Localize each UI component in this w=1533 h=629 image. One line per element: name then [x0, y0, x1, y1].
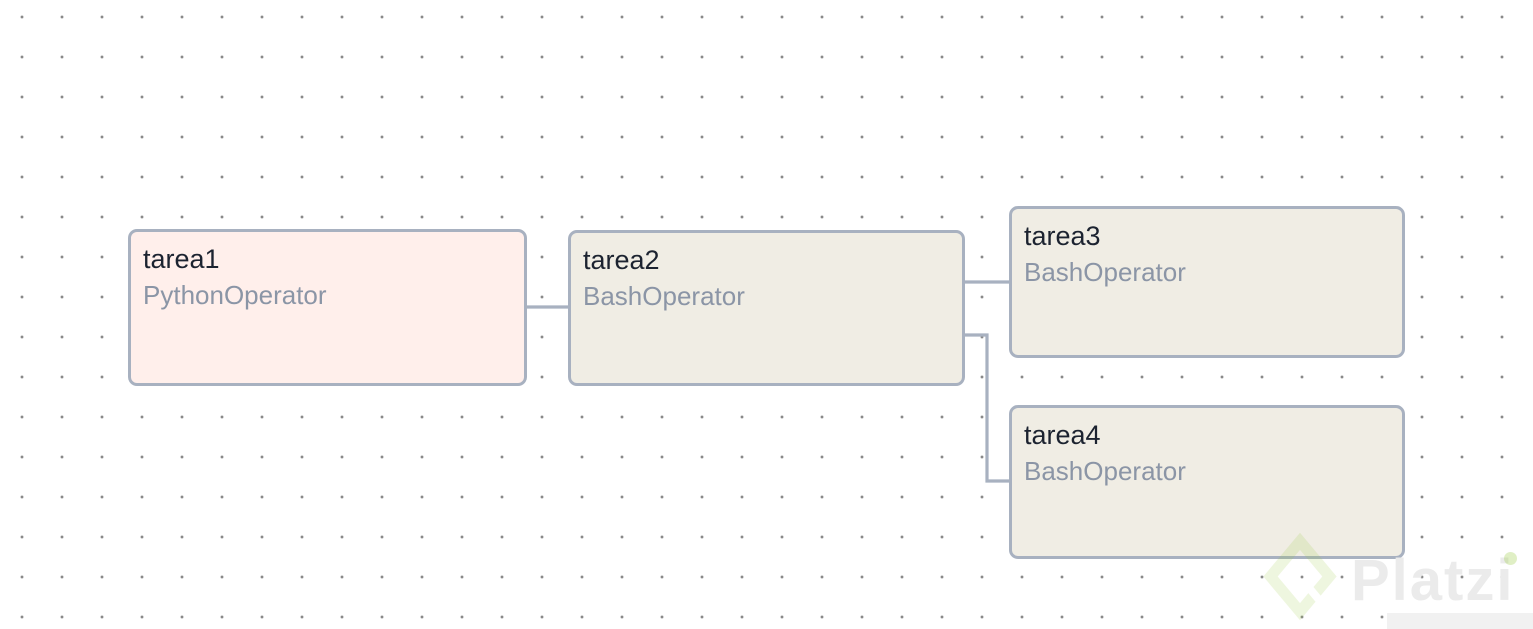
task-node-tarea2[interactable]: tarea2 BashOperator [568, 230, 965, 386]
task-node-tarea1[interactable]: tarea1 PythonOperator [128, 229, 527, 386]
edge-tarea2-tarea4 [965, 333, 1009, 483]
task-title: tarea3 [1024, 221, 1101, 251]
task-title: tarea4 [1024, 420, 1101, 450]
watermark-text: Platzi [1351, 548, 1515, 613]
task-operator-label: BashOperator [1024, 456, 1186, 486]
bottom-right-gray-bar [1387, 613, 1533, 629]
task-title: tarea2 [583, 245, 660, 275]
watermark-i-dot [1504, 552, 1517, 565]
task-title: tarea1 [143, 244, 220, 274]
task-node-tarea4[interactable]: tarea4 BashOperator [1009, 405, 1405, 559]
task-operator-label: BashOperator [583, 281, 745, 311]
task-operator-label: PythonOperator [143, 280, 327, 310]
task-operator-label: BashOperator [1024, 257, 1186, 287]
task-node-tarea3[interactable]: tarea3 BashOperator [1009, 206, 1405, 358]
